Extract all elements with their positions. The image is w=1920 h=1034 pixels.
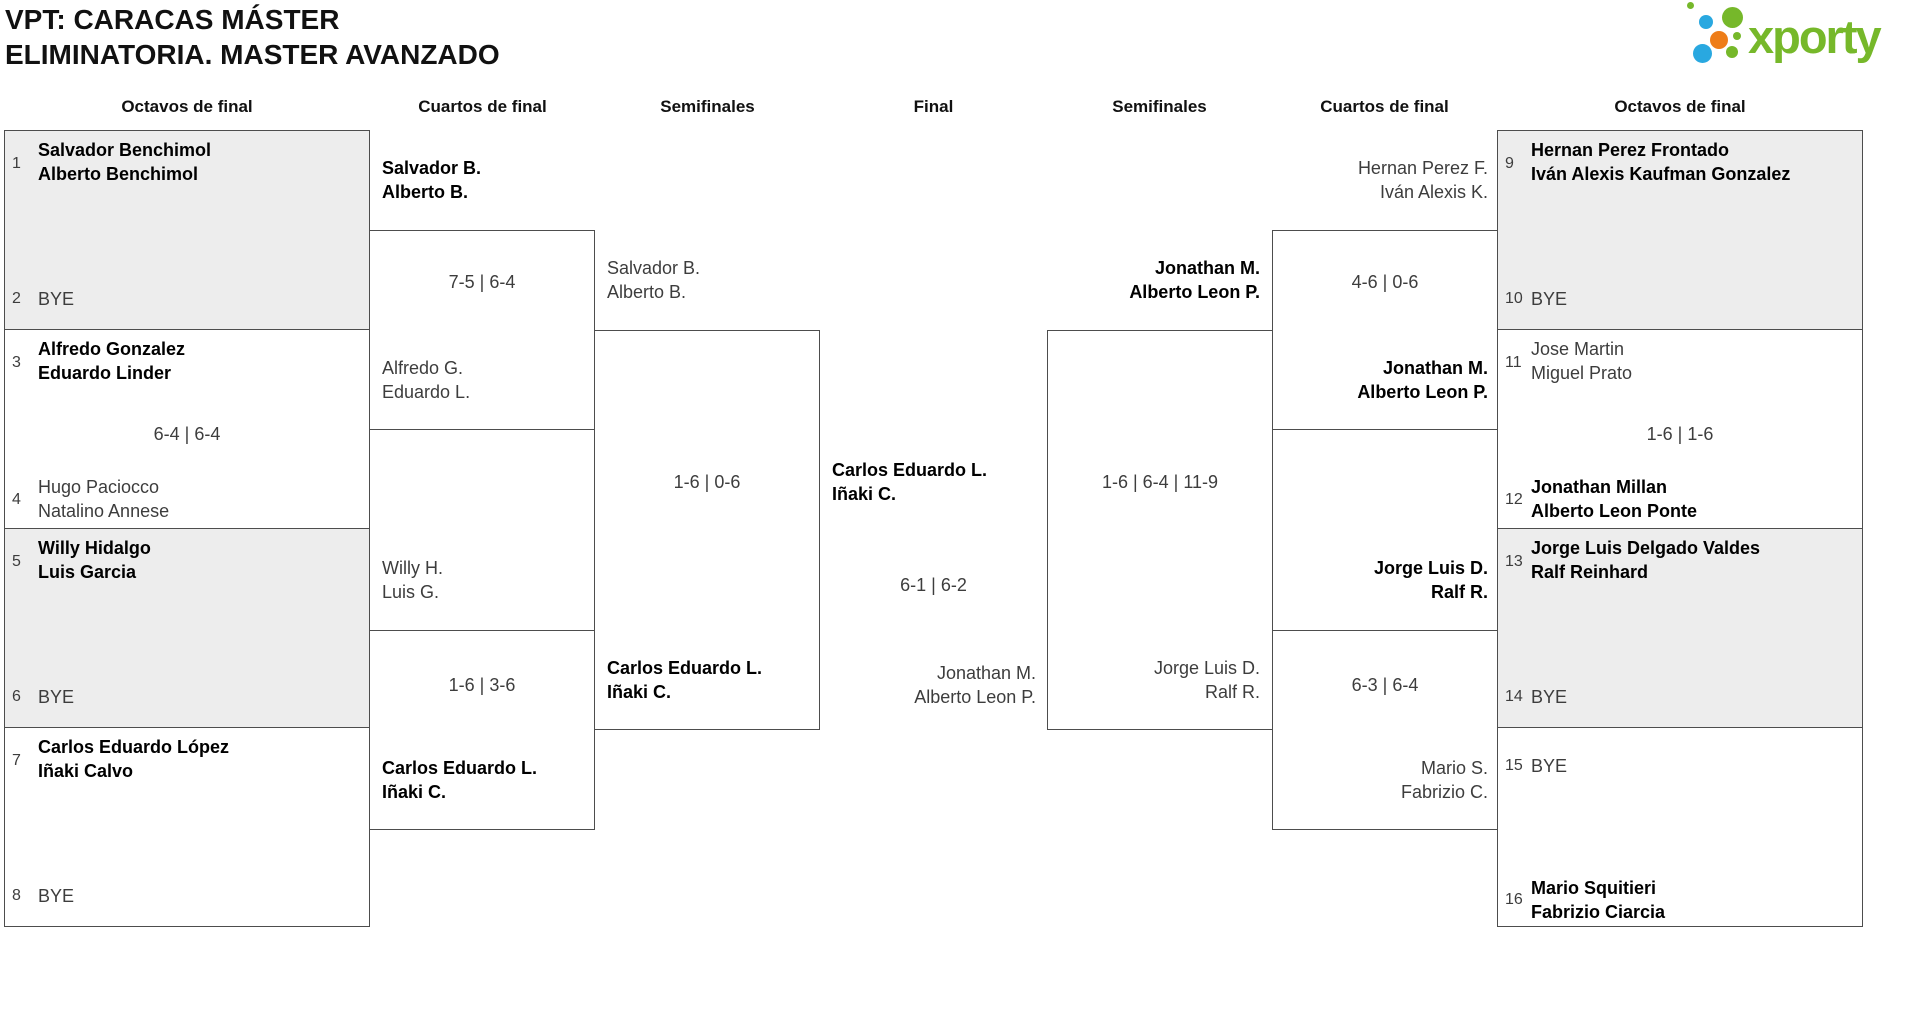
round-header-semis-right: Semifinales [1112, 97, 1207, 116]
team-name: Hernan Perez F.Iván Alexis K. [1357, 158, 1488, 202]
seed-number: 5 [12, 553, 21, 570]
logo-dot-green-small [1687, 2, 1694, 9]
round-header-cuartos-right: Cuartos de final [1320, 97, 1449, 116]
seed-number: 9 [1505, 155, 1514, 172]
logo-dot-green-tiny [1733, 32, 1741, 40]
team-name: Jonathan M.Alberto Leon P. [914, 663, 1036, 707]
sf-box-left [594, 330, 820, 730]
team-name: Carlos Eduardo L.Iñaki C. [607, 658, 763, 702]
seed-number: 7 [12, 752, 21, 769]
team-name: Salvador B.Alberto B. [382, 158, 482, 202]
seed-number: 16 [1505, 891, 1523, 908]
logo-dot-green-medium [1726, 46, 1738, 58]
match-score: 1-6 | 6-4 | 11-9 [1101, 472, 1219, 492]
xporty-logo[interactable]: xporty [1686, 0, 1918, 72]
qf-box-right-2 [1272, 630, 1498, 830]
seed-number: 14 [1505, 688, 1523, 705]
team-name: Jorge Luis D.Ralf R. [1153, 658, 1260, 702]
logo-wordmark: xporty [1748, 10, 1882, 63]
round-header-final: Final [913, 97, 954, 116]
team-name: Jonathan M.Alberto Leon P. [1357, 358, 1488, 402]
bye-label: BYE [38, 886, 75, 906]
seed-number: 13 [1505, 553, 1523, 570]
seed-number: 6 [12, 688, 21, 705]
match-score: 6-1 | 6-2 [900, 575, 967, 595]
match-score: 1-6 | 1-6 [1646, 424, 1714, 444]
seed-number: 2 [12, 290, 21, 307]
sf-box-right [1047, 330, 1273, 730]
bye-label: BYE [1531, 289, 1568, 309]
tournament-title-line1: VPT: CARACAS MÁSTER [5, 4, 340, 35]
tournament-title-line2: ELIMINATORIA. MASTER AVANZADO [5, 39, 500, 70]
team-name: Mario S.Fabrizio C. [1400, 758, 1488, 802]
logo-dot-blue-large [1693, 44, 1712, 63]
team-name: Carlos Eduardo L.Iñaki C. [382, 758, 538, 802]
seed-number: 8 [12, 887, 21, 904]
seed-number: 10 [1505, 290, 1523, 307]
team-name: Jonathan M.Alberto Leon P. [1129, 258, 1260, 302]
match-score: 1-6 | 3-6 [448, 675, 516, 695]
team-name: Salvador B.Alberto B. [607, 258, 701, 302]
qf-box-left-2 [369, 630, 595, 830]
bye-label: BYE [38, 289, 75, 309]
round-header-semis-left: Semifinales [660, 97, 755, 116]
round-header-cuartos-left: Cuartos de final [418, 97, 547, 116]
match-score: 6-3 | 6-4 [1351, 675, 1419, 695]
seed-number: 11 [1505, 354, 1522, 371]
seed-number: 3 [12, 354, 21, 371]
match-score: 1-6 | 0-6 [673, 472, 741, 492]
bye-label: BYE [38, 687, 75, 707]
seed-number: 4 [12, 491, 21, 508]
team-name: Jorge Luis D.Ralf R. [1373, 558, 1488, 602]
logo-dot-blue-medium [1699, 15, 1713, 29]
match-score: 6-4 | 6-4 [153, 424, 221, 444]
match-score: 4-6 | 0-6 [1351, 272, 1419, 292]
match-score: 7-5 | 6-4 [448, 272, 516, 292]
bye-label: BYE [1531, 687, 1568, 707]
round-header-octavos-left: Octavos de final [121, 97, 253, 116]
logo-dot-green-large [1722, 7, 1743, 28]
seed-number: 1 [12, 155, 21, 172]
team-name: Willy H.Luis G. [382, 558, 443, 602]
logo-dot-orange [1710, 31, 1728, 49]
bye-label: BYE [1531, 756, 1568, 776]
round-header-octavos-right: Octavos de final [1614, 97, 1746, 116]
seed-number: 15 [1505, 757, 1523, 774]
seed-number: 12 [1505, 491, 1523, 508]
team-name: Carlos Eduardo L.Iñaki C. [832, 460, 988, 504]
team-name: Alfredo G.Eduardo L. [382, 358, 471, 402]
qf-box-right-1 [1272, 230, 1498, 430]
